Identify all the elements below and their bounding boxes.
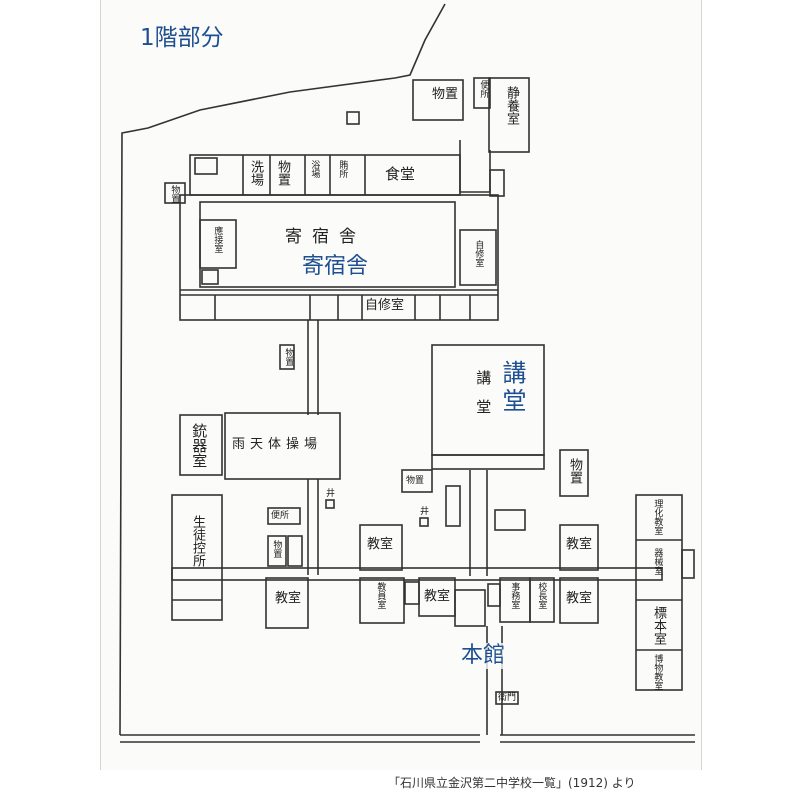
label-museum: 博物教室 [652, 654, 663, 690]
label-dormitory-hall: 寄宿舎 [285, 227, 366, 247]
label-storage-right: 物置 [566, 458, 582, 484]
right-wing [635, 494, 683, 691]
label-gate: 衛門 [498, 693, 517, 703]
dorm-right-room [459, 229, 497, 286]
label-storage-top: 物置 [432, 87, 459, 102]
well-2 [419, 517, 429, 527]
student-waiting [171, 494, 223, 621]
stair-right [487, 583, 501, 607]
principal [529, 577, 555, 623]
classroom-1 [265, 577, 309, 629]
label-well-2: 井 [420, 507, 430, 517]
label-instruments: 器械室 [652, 548, 663, 575]
label-storage-mid: 物置 [283, 348, 294, 366]
site-boundary [119, 3, 446, 736]
storage-mid [279, 344, 295, 370]
label-office: 事務室 [509, 582, 520, 609]
label-classroom-3: 教室 [424, 589, 451, 604]
label-classroom-5: 教室 [566, 591, 593, 606]
classroom-4 [559, 524, 599, 571]
region-label-dormitory: 寄宿舎 [300, 254, 371, 280]
label-student-waiting: 生徒控所 [189, 515, 205, 567]
label-dorm-room-left: 應接室 [212, 226, 223, 253]
classroom-2 [359, 524, 403, 571]
label-storage-left: 物置 [169, 185, 180, 203]
label-storage-center: 物置 [406, 476, 425, 486]
toilet-mid-right [494, 509, 526, 531]
gun-room [179, 414, 223, 476]
storage-low [267, 535, 287, 567]
label-specimens: 標本室 [650, 606, 666, 645]
wine-hut [445, 485, 461, 527]
dormitory-outer [179, 194, 499, 321]
stair-top-left [194, 157, 218, 175]
stair-left [201, 269, 219, 285]
label-classroom-1: 教室 [275, 591, 302, 606]
label-bath: 浴場 [309, 160, 320, 178]
storage-right [559, 449, 589, 497]
label-lecture-hall-room: 講堂 [474, 370, 493, 428]
label-toilet-mid: 便所 [271, 511, 290, 521]
label-storage-2: 物置 [274, 160, 290, 186]
label-storage-low: 物置 [271, 540, 282, 558]
small-rooms [454, 589, 486, 627]
toilet-top [473, 77, 491, 109]
classroom-5 [559, 577, 599, 624]
gate-house [495, 691, 519, 705]
main-hall-band [171, 567, 663, 581]
storage-low-2 [287, 535, 303, 567]
label-toilet-top: 便所 [478, 80, 489, 98]
region-label-lecture-hall: 講堂 [497, 360, 527, 416]
map-frame [100, 0, 702, 770]
label-dining: 食堂 [385, 165, 416, 183]
rain-gym [224, 412, 341, 480]
toilet-mid-left [267, 507, 301, 525]
label-kitchen: 賄所 [337, 160, 348, 178]
lecture-hall-base [431, 454, 545, 470]
stair-main [404, 581, 420, 605]
label-rain-gym: 雨天体操場 [232, 437, 323, 452]
label-classroom-4: 教室 [566, 537, 593, 552]
label-classroom-2: 教室 [367, 537, 394, 552]
storage-left [164, 182, 186, 204]
storage-center [401, 469, 433, 493]
label-staff-room: 教員室 [375, 582, 386, 609]
label-wash-room: 洗場 [247, 160, 263, 186]
well-1 [325, 499, 335, 509]
label-science: 理化教室 [652, 499, 663, 535]
right-wing-corner [681, 549, 695, 579]
label-well-1: 井 [326, 489, 336, 499]
corridor [459, 140, 491, 193]
label-study-room-right: 自修室 [473, 240, 484, 267]
region-label-main-building: 本館 [459, 643, 508, 669]
toilet-small [346, 111, 360, 125]
storage-building [412, 79, 464, 121]
staff-room [359, 577, 405, 624]
sanatorium-building [488, 77, 530, 153]
dorm-left-room [199, 219, 237, 269]
label-gun-room: 銃器室 [190, 423, 209, 468]
label-sanatorium: 静養室 [503, 86, 519, 125]
top-row [189, 154, 461, 196]
map-heading: 1階部分 [140, 25, 224, 51]
label-principal: 校長室 [536, 582, 547, 609]
source-caption: 「石川県立金沢第二中学校一覧」(1912) より [388, 776, 636, 790]
label-study-rooms: 自修室 [365, 298, 405, 313]
stair-block [489, 169, 505, 197]
